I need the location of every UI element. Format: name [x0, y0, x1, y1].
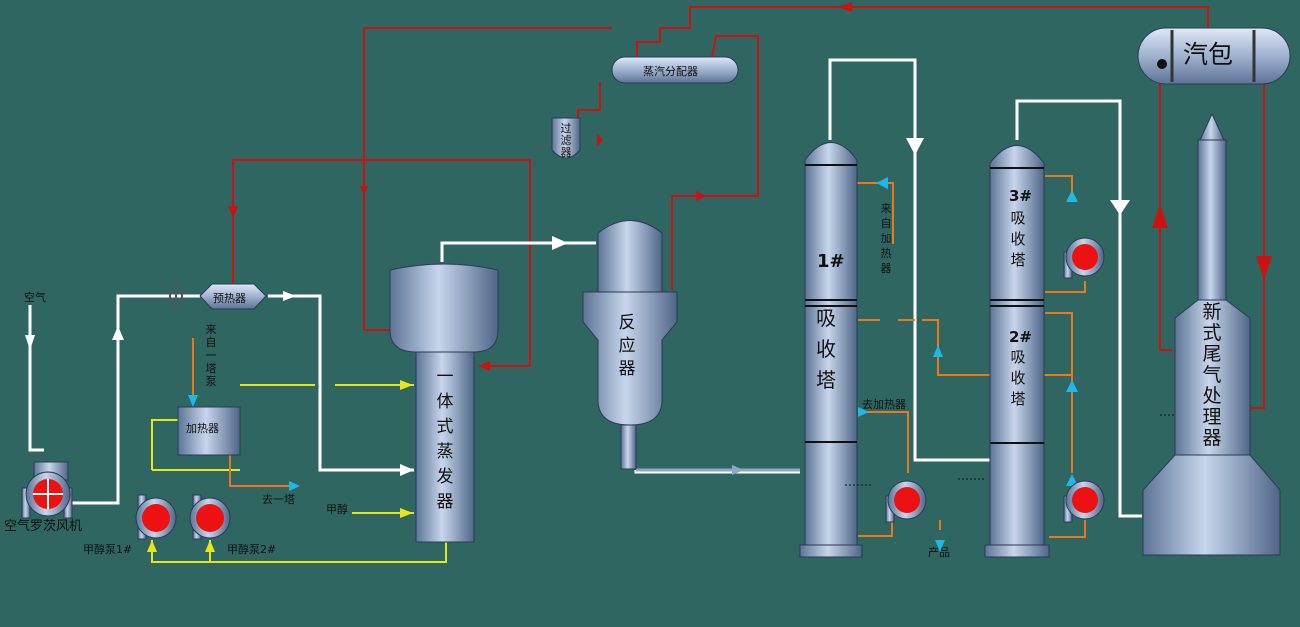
- label-to-tower1: 去一塔: [262, 493, 295, 506]
- air-damper: [169, 282, 183, 310]
- label-steam-drum: 汽包: [1183, 40, 1233, 69]
- tail-gas-processor[interactable]: [1142, 112, 1281, 556]
- methanol-pump-1[interactable]: [135, 494, 177, 540]
- flow-arrows-blue: [188, 177, 1078, 552]
- integrated-evaporator[interactable]: [389, 263, 499, 543]
- label-to-heater: 去加热器: [862, 398, 906, 411]
- steam-drum[interactable]: [1137, 27, 1291, 85]
- heater[interactable]: [177, 406, 241, 456]
- steam-arrows: [228, 2, 1272, 371]
- absorber-3-pump[interactable]: [1063, 237, 1105, 279]
- label-from-heater: 来自加热器: [881, 202, 892, 275]
- label-product: 产品: [928, 545, 950, 559]
- reactor-outlet-arrow: [732, 465, 744, 475]
- label-absorber3-name: 吸收塔: [1010, 209, 1025, 269]
- steam-lines: [232, 6, 1265, 409]
- label-absorber1-name: 吸收塔: [816, 306, 836, 392]
- label-pump2: 甲醇泵2#: [227, 542, 276, 556]
- label-steam-distributor: 蒸汽分配器: [643, 64, 698, 78]
- label-tail-gas: 新式尾气处理器: [1202, 301, 1221, 449]
- methanol-arrows: [147, 380, 413, 552]
- gas-arrows: [25, 138, 1130, 476]
- label-from-tower1-pump: 来自一塔泵: [206, 323, 217, 388]
- label-evaporator: 一体式蒸发器: [437, 367, 454, 512]
- label-heater: 加热器: [186, 422, 219, 435]
- label-reactor: 反应器: [619, 313, 636, 379]
- label-blower: 空气罗茨风机: [4, 518, 82, 534]
- label-absorber1-num: 1#: [817, 251, 845, 272]
- label-absorber2-num: 2#: [1009, 328, 1032, 346]
- label-absorber3-num: 3#: [1009, 187, 1032, 205]
- label-absorber2-name: 吸收塔: [1010, 348, 1025, 408]
- label-methanol: 甲醇: [326, 502, 348, 516]
- label-air: 空气: [24, 290, 46, 304]
- absorber-1[interactable]: [799, 142, 863, 558]
- steam-distributor[interactable]: [611, 56, 739, 84]
- dashed-marks: [845, 414, 1175, 486]
- methanol-pump-2[interactable]: [189, 494, 231, 540]
- label-filter: 过滤器: [561, 122, 572, 159]
- filter[interactable]: [551, 117, 581, 159]
- label-preheater: 预热器: [213, 292, 246, 305]
- absorber-2-pump[interactable]: [1063, 480, 1105, 523]
- preheater[interactable]: [199, 283, 267, 310]
- absorber-2-3[interactable]: [984, 145, 1050, 558]
- absorber-1-pump[interactable]: [885, 480, 927, 523]
- label-pump1: 甲醇泵1#: [83, 542, 132, 556]
- air-blower[interactable]: [21, 461, 73, 519]
- reactor[interactable]: [582, 220, 678, 470]
